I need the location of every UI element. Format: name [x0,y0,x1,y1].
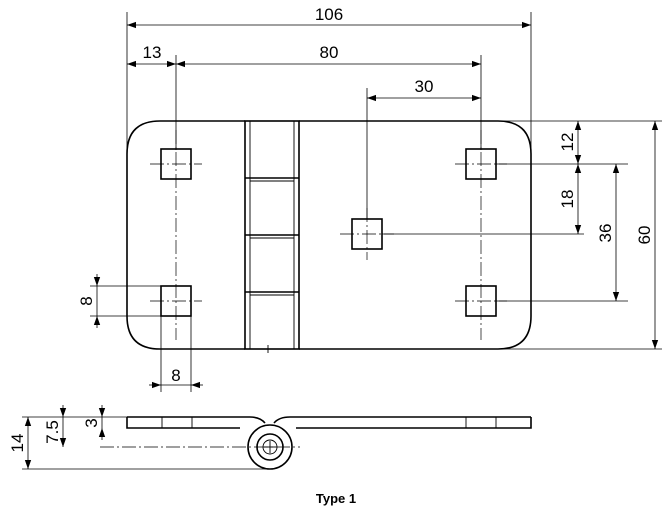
dimension-hole-width: 8 [149,316,203,392]
center-lines [150,130,507,340]
dim-overall-width: 60 [635,226,654,245]
hinge-side-view [100,416,532,470]
dimension-36: 36 [496,164,628,302]
left-leaf [126,120,245,350]
dim-edge-to-hole: 13 [143,43,162,62]
dim-square-hole-height: 8 [77,296,96,305]
dim-hole-pitch-width: 36 [596,224,615,243]
dim-hole-pitch-length: 80 [320,43,339,62]
dim-hole-to-center-hole: 18 [558,190,577,209]
right-leaf [299,120,532,350]
dim-pin-center-height: 7.5 [43,420,62,444]
dim-top-edge-to-hole: 12 [558,133,577,152]
dimension-18: 18 [382,164,584,235]
dimension-3: 3 [82,405,106,440]
dimension-13: 13 [127,43,177,150]
dim-square-hole-width: 8 [171,366,180,385]
dim-leaf-thickness: 3 [82,418,101,427]
drawing-caption: Type 1 [316,491,356,506]
dimension-12: 12 [496,121,628,165]
dim-total-thickness: 14 [8,434,27,453]
dimension-7-5: 7.5 [43,405,67,447]
hinge-knuckles [244,120,300,353]
dimension-80: 80 [176,43,482,150]
dimension-106: 106 [126,5,532,150]
square-holes [160,148,497,317]
dim-center-hole-offset: 30 [415,77,434,96]
dimension-hole-height: 8 [77,274,161,328]
dimension-14: 14 [8,416,270,470]
dim-overall-length: 106 [315,5,343,24]
dimension-30: 30 [366,77,481,219]
hinge-top-view [126,120,532,353]
dimension-60: 60 [498,120,662,350]
